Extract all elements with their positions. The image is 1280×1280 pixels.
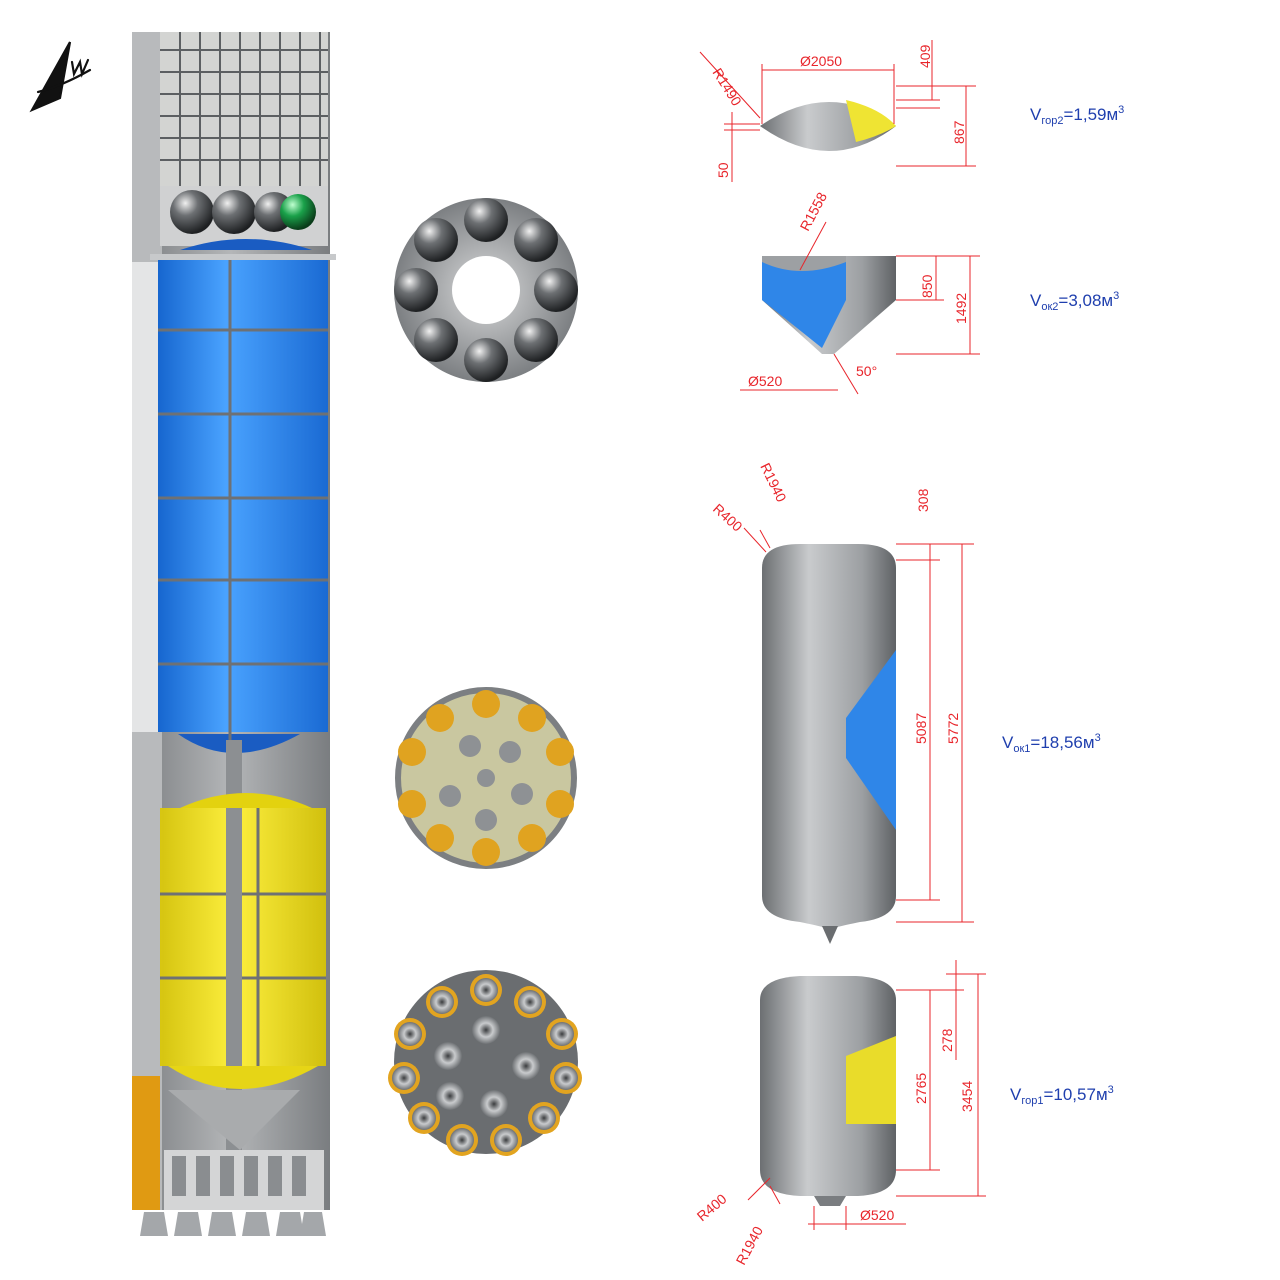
- fuel1-r-big-label: R1940: [733, 1223, 767, 1267]
- ox1-top-label: 308: [915, 488, 931, 512]
- tank-fuel1-diagram: 278 2765 3454 R400 R1940 Ø520 Vгор1=10,5…: [694, 960, 1114, 1267]
- ox2-volume: Vок2=3,08м3: [1030, 290, 1119, 313]
- fuel2-volume: Vгор2=1,59м3: [1030, 104, 1124, 127]
- ox1-r-big-label: R1940: [757, 460, 790, 504]
- upper-grid-module: [160, 32, 328, 190]
- ox1-cyl-label: 5087: [913, 713, 929, 744]
- tank-ox1-diagram: R400 R1940 308 5087 5772 Vок1=18,56м3: [710, 460, 1101, 944]
- fuel2-diameter-label: Ø2050: [800, 53, 842, 69]
- tank-fuel2-diagram: R1490 Ø2050 409 50 867 Vгор2=1,59м3: [699, 40, 1124, 182]
- ox2-bottom-diameter-label: Ø520: [748, 373, 782, 389]
- oxidizer-tank-blue: [150, 239, 336, 760]
- designer-logo-icon: [29, 41, 92, 113]
- fuel-tank-yellow: [160, 793, 326, 1089]
- fuel1-top-label: 278: [939, 1028, 955, 1052]
- ox2-radius-label: R1558: [797, 189, 831, 233]
- fuel1-r-small-label: R400: [694, 1190, 730, 1224]
- fuel2-radius-label: R1490: [709, 65, 745, 109]
- ox2-cyl-label: 850: [919, 274, 935, 298]
- ox2-angle-label: 50°: [856, 363, 877, 379]
- fuel1-bottom-diameter-label: Ø520: [860, 1207, 894, 1223]
- fuel2-height-label: 867: [951, 120, 967, 144]
- fuel2-offset-label: 50: [715, 162, 731, 178]
- ox1-volume: Vок1=18,56м3: [1002, 732, 1101, 755]
- fuel1-cyl-label: 2765: [913, 1073, 929, 1104]
- ox1-r-small-label: R400: [710, 500, 746, 534]
- fuel1-height-label: 3454: [959, 1081, 975, 1112]
- section-engines-pumps: [395, 687, 577, 869]
- fairing-orange: [132, 1076, 160, 1210]
- section-ring-spheres: [394, 198, 578, 382]
- ox2-height-label: 1492: [953, 293, 969, 324]
- fuel1-volume: Vгор1=10,57м3: [1010, 1084, 1114, 1107]
- rocket-cutaway: [132, 32, 336, 1236]
- engine-cluster: [140, 1090, 326, 1236]
- tank-ox2-diagram: R1558 850 1492 Ø520 50° Vок2=3,08м3: [740, 189, 1119, 395]
- ox1-height-label: 5772: [945, 713, 961, 744]
- fuel2-top-height-label: 409: [917, 44, 933, 68]
- section-nozzles: [388, 970, 582, 1156]
- pressurant-spheres-row: [160, 186, 328, 246]
